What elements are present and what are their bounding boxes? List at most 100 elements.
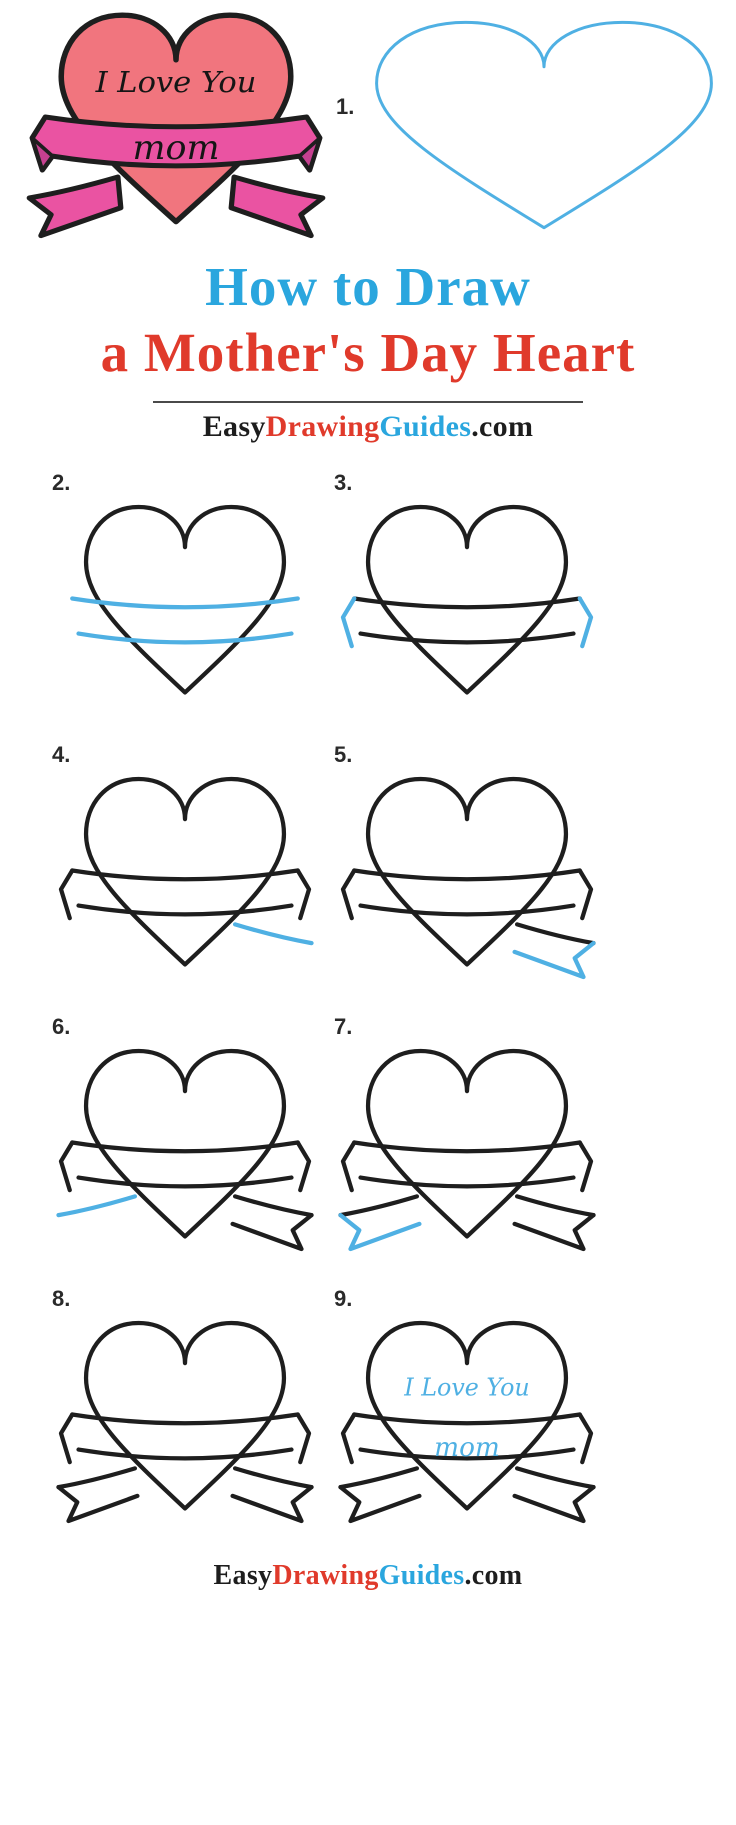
step-9-canvas: I Love You mom (326, 1298, 608, 1536)
bannerBottom-line (76, 1175, 294, 1189)
step-1: 1. (328, 12, 730, 242)
step-4-canvas (44, 754, 326, 992)
leftEnd-line (340, 1412, 357, 1465)
step-5: 5. (318, 740, 618, 1000)
rightTailTop-line (514, 1466, 596, 1490)
branding-dotcom: .com (471, 410, 534, 443)
heart-line (365, 504, 569, 695)
leftEnd-line (58, 868, 75, 921)
title-divider (153, 401, 583, 403)
leftTailTop-line (56, 1194, 138, 1218)
footer-branding: EasyDrawingGuides.com (0, 1560, 736, 1592)
step-2: 2. (36, 468, 336, 728)
branding-drawing: Drawing (265, 410, 380, 443)
step-2-canvas (44, 482, 326, 720)
rightEnd-line (577, 1412, 594, 1465)
step-6-drawing (56, 1048, 314, 1252)
bannerTop-line (70, 868, 300, 882)
leftEnd-line (340, 1140, 357, 1193)
heart-line (83, 504, 287, 695)
final-text-line1: I Love You (95, 65, 257, 99)
leftTailTop-line (338, 1466, 420, 1490)
step-4: 4. (36, 740, 336, 1000)
step-9-number: 9. (334, 1286, 353, 1311)
step-8-drawing (56, 1320, 314, 1524)
step-9-drawing: I Love You mom (338, 1320, 596, 1524)
step-2-drawing (70, 504, 300, 695)
heart-line (365, 776, 569, 967)
bannerTop-line (352, 1140, 582, 1154)
step-6-canvas (44, 1026, 326, 1264)
rightTailTop-line (232, 1466, 314, 1490)
leftTailRest-line (338, 1485, 422, 1524)
step-7-canvas (326, 1026, 608, 1264)
footer-easy: Easy (213, 1560, 273, 1591)
bannerBottom-line (76, 903, 294, 917)
rightTailTop-line (514, 1194, 596, 1218)
rightTailTop-line (514, 922, 596, 946)
bannerBottom-line (76, 631, 294, 645)
bannerTop-line (70, 1140, 300, 1154)
bannerTop-line (352, 1412, 582, 1426)
step-5-canvas (326, 754, 608, 992)
step-7-drawing (338, 1048, 596, 1252)
step-3-number: 3. (334, 470, 353, 495)
leftTailTop-line (56, 1466, 138, 1490)
step-4-number: 4. (52, 742, 71, 767)
banner-left-fold (30, 136, 55, 172)
branding-guides: Guides (379, 410, 472, 443)
step-2-number: 2. (52, 470, 71, 495)
footer-dotcom: .com (464, 1560, 523, 1591)
leftTailRest-line (56, 1485, 140, 1524)
step-3: 3. (318, 468, 618, 728)
title-line-2: a Mother's Day Heart (100, 322, 636, 383)
rightTailRest-line (230, 1485, 314, 1524)
bannerTop-line (352, 596, 582, 610)
rightTailRest-line (230, 1213, 314, 1252)
step-5-drawing (340, 776, 596, 980)
banner-right-tail (228, 174, 326, 239)
rightTailTop-line (232, 922, 314, 946)
banner-right-fold (297, 136, 322, 172)
rightEnd-line (577, 596, 594, 649)
rightEnd-line (577, 868, 594, 921)
step-8: 8. (36, 1284, 336, 1544)
step-3-canvas (326, 482, 608, 720)
bannerTop-line (70, 596, 300, 610)
footer-guides: Guides (378, 1560, 465, 1591)
step-7-number: 7. (334, 1014, 353, 1039)
footer-drawing: Drawing (272, 1560, 379, 1591)
leftEnd-line (340, 868, 357, 921)
step-9-text-line2: mom (434, 1433, 500, 1463)
heart-line (83, 776, 287, 967)
step-5-number: 5. (334, 742, 353, 767)
step-9: 9. I Love You mom (318, 1284, 618, 1544)
step-8-number: 8. (52, 1286, 71, 1311)
step-6: 6. (36, 1012, 336, 1272)
rightTailTop-line (232, 1194, 314, 1218)
step-8-canvas (44, 1298, 326, 1536)
rightEnd-line (295, 1412, 312, 1465)
branding-easy: Easy (202, 410, 266, 443)
heart-line (83, 1320, 287, 1511)
site-branding: EasyDrawingGuides.com (0, 410, 736, 444)
step-4-drawing (58, 776, 314, 967)
step-1-drawing (366, 14, 722, 236)
heart-line (365, 1048, 569, 1239)
step-6-number: 6. (52, 1014, 71, 1039)
leftEnd-line (58, 1140, 75, 1193)
rightTailRest-line (512, 1213, 596, 1252)
heart-line (377, 22, 712, 227)
heart-line (365, 1320, 569, 1511)
rightEnd-line (295, 1140, 312, 1193)
banner-left-tail (26, 174, 124, 239)
bannerTop-line (352, 868, 582, 882)
rightTailRest-line (512, 1485, 596, 1524)
step-9-text-line1: I Love You (403, 1374, 529, 1402)
step-7: 7. (318, 1012, 618, 1272)
bannerBottom-line (358, 1175, 576, 1189)
leftEnd-line (340, 596, 357, 649)
